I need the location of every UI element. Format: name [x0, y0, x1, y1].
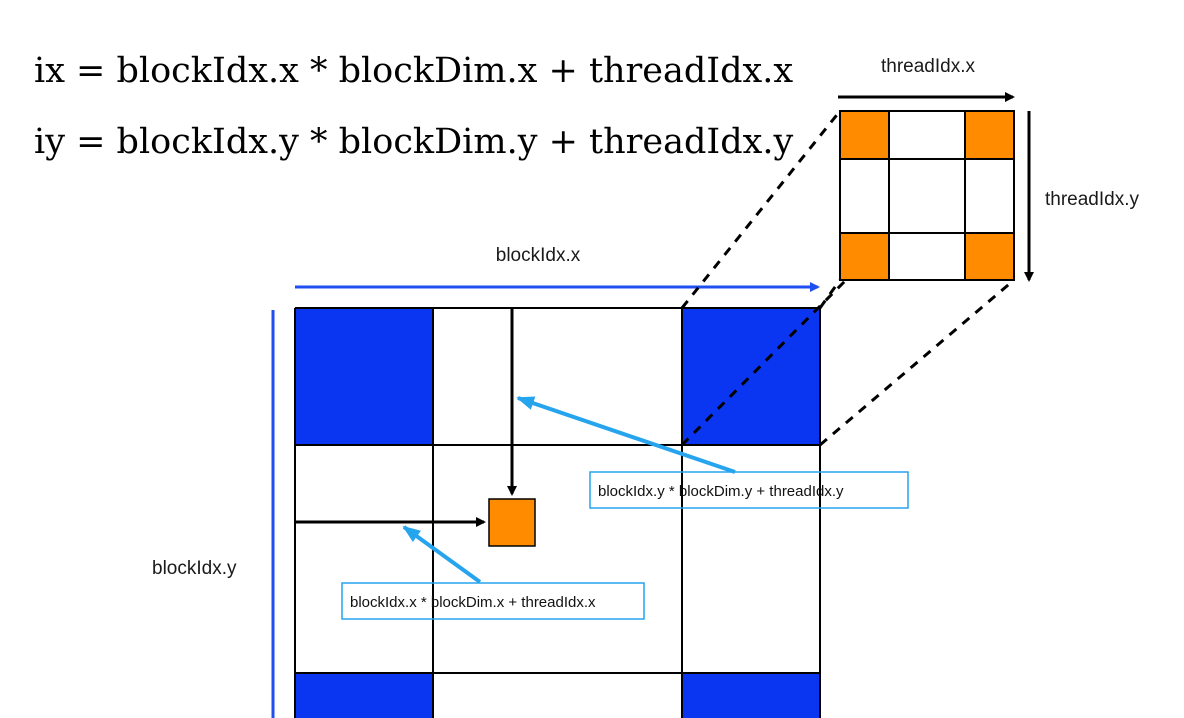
callout-x-text: blockIdx.x * blockDim.x + threadIdx.x — [350, 594, 596, 611]
block-bottom-right — [682, 673, 820, 718]
callout-y-box — [589, 471, 909, 509]
thread-top-left — [840, 111, 889, 159]
callout-y-text: blockIdx.y * blockDim.y + threadIdx.y — [598, 483, 844, 500]
formula-ix: ix = blockIdx.x * blockDim.x + threadIdx… — [34, 51, 793, 91]
callout-x-pointer — [402, 525, 482, 584]
threadidx-y-label: threadIdx.y — [1045, 189, 1139, 210]
thread-block-zoom — [839, 110, 1015, 281]
block-grid — [294, 307, 821, 718]
thread-bottom-right — [965, 233, 1014, 280]
threadidx-x-label: threadIdx.x — [881, 56, 975, 77]
block-bottom-left — [295, 673, 433, 718]
thread-top-right — [965, 111, 1014, 159]
callout-x-box — [341, 582, 645, 620]
block-top-left — [295, 308, 433, 445]
blockidx-x-label: blockIdx.x — [496, 245, 581, 266]
block-top-right — [682, 308, 820, 445]
blockidx-y-label: blockIdx.y — [152, 558, 237, 579]
grid-lines — [294, 307, 821, 718]
formula-iy: iy = blockIdx.y * blockDim.y + threadIdx… — [34, 122, 793, 162]
thread-bottom-left — [840, 233, 889, 280]
callout-y-pointer — [516, 396, 736, 474]
target-thread — [488, 498, 536, 547]
